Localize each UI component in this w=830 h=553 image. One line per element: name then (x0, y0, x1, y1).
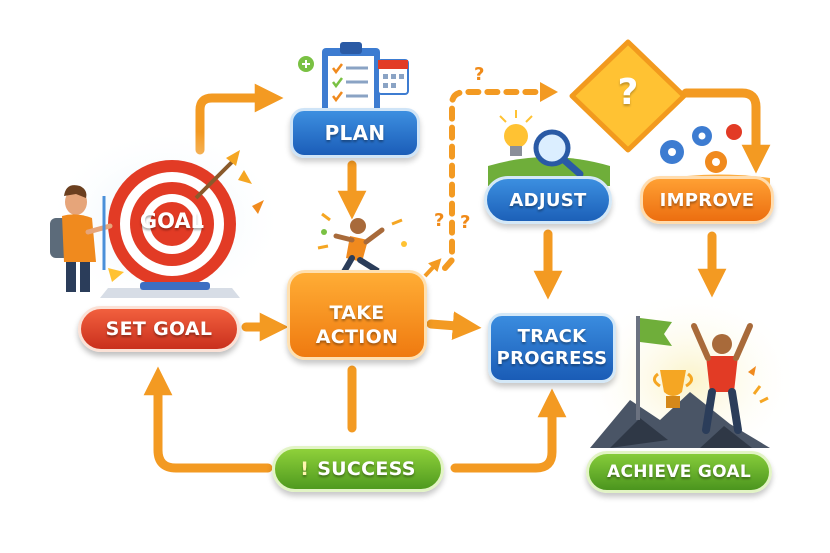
plan-node: PLAN (290, 108, 420, 158)
plan-illustration (298, 42, 409, 116)
arrow-success-to-track (450, 388, 567, 473)
lightbulb-icon (499, 110, 533, 156)
improve-node: IMPROVE (640, 176, 774, 224)
decision-diamond (569, 39, 687, 153)
achieve-goal-node: ACHIEVE GOAL (586, 451, 772, 493)
adjust-label: ADJUST (509, 189, 587, 211)
adjust-illustration (488, 110, 610, 186)
arrow-in-target-icon (194, 150, 240, 200)
track-progress-label-line1: TRACK (517, 326, 587, 347)
set-goal-label: SET GOAL (105, 318, 213, 340)
calendar-icon (377, 59, 409, 95)
small-arrow (423, 258, 442, 278)
trophy-icon (653, 370, 693, 408)
target-goal-label: GOAL (139, 209, 205, 233)
improve-label: IMPROVE (659, 189, 755, 211)
achieve-goal-illustration (580, 290, 800, 470)
flag-icon (636, 316, 672, 420)
take-action-label-line2: ACTION (315, 326, 399, 348)
arrow-success-to-setgoal (143, 366, 273, 473)
dashed-connector (442, 89, 543, 271)
success-node: ! SUCCESS (272, 446, 444, 492)
clipboard-checklist-icon (322, 42, 380, 116)
achieve-goal-label: ACHIEVE GOAL (606, 462, 752, 482)
arrow-setgoal-to-plan (195, 83, 284, 155)
decision-question-mark: ? (617, 72, 639, 113)
magnifier-icon (533, 129, 584, 178)
success-label: SUCCESS (317, 458, 416, 480)
take-action-label-line1: TAKE (329, 302, 385, 324)
adjust-node: ADJUST (484, 176, 612, 224)
track-progress-node: TRACK PROGRESS (488, 313, 616, 383)
dashed-arrowhead (540, 82, 558, 102)
connectors (143, 83, 771, 473)
success-exclamation: ! (300, 458, 310, 480)
arrow-action-to-track (426, 311, 482, 341)
set-goal-illustration (45, 128, 285, 312)
take-action-node: TAKE ACTION (287, 270, 427, 360)
arrow-decision-to-improve (681, 88, 771, 174)
question-mark-2: ? (434, 210, 445, 231)
plan-label: PLAN (324, 121, 386, 145)
track-progress-label-line2: PROGRESS (496, 348, 608, 369)
archer-person-icon (50, 185, 113, 292)
question-mark-1: ? (474, 64, 485, 85)
celebrating-person-icon (691, 323, 753, 434)
mountain-rocks (590, 392, 770, 448)
set-goal-node: SET GOAL (78, 306, 240, 352)
question-mark-3: ? (460, 212, 471, 233)
decorative-sparkles (108, 170, 264, 290)
